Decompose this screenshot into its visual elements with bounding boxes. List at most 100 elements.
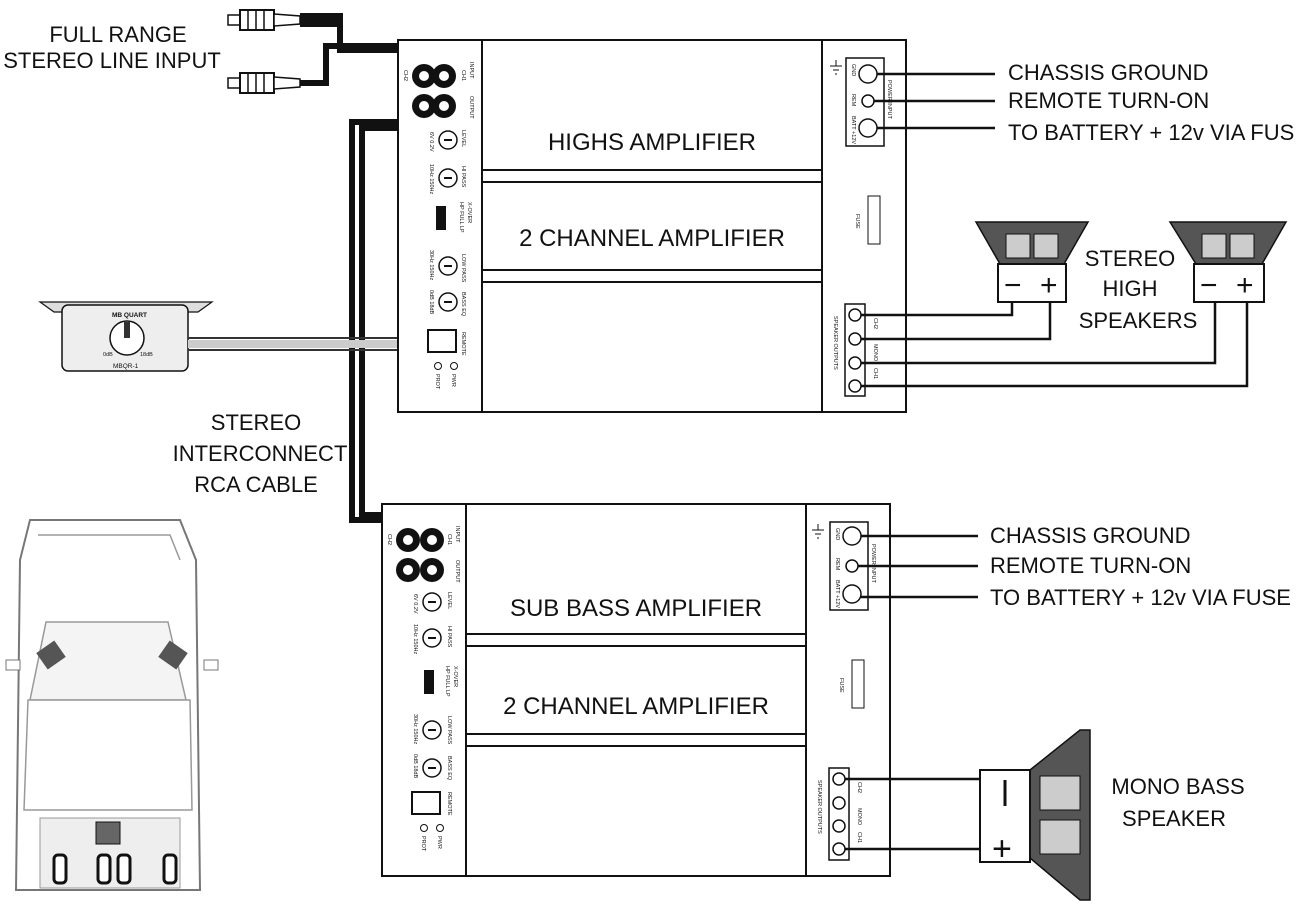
bottom-level-label: LEVEL <box>446 592 452 609</box>
stereo-high-speaker-right: − + <box>1168 221 1288 303</box>
top-level-label: LEVEL <box>460 130 466 147</box>
bottom-level-range: 6V 0.2V <box>412 594 418 614</box>
bottom-rca-jacks: CH2 CH1 INPUT OUTPUT <box>386 526 460 583</box>
top-ch2-out-label: CH2 <box>872 318 878 329</box>
car-top-view <box>5 519 219 891</box>
top-controls: LEVEL 6V 0.2V HI PASS 10Hz 150Hz X-OVER … <box>427 130 472 390</box>
bottom-chassis-ground: CHASSIS GROUND <box>990 523 1190 548</box>
top-rca-jacks: CH2 CH1 INPUT OUTPUT <box>402 62 474 119</box>
stereo-interconnect-label-2: INTERCONNECT <box>173 441 348 466</box>
rca-plug-top <box>227 9 343 31</box>
top-mono-label: MONO <box>872 344 878 362</box>
right-speaker-minus: − <box>1200 269 1218 302</box>
top-basseq-label: BASS EQ <box>460 292 466 317</box>
top-remote-turn-on: REMOTE TURN-ON <box>1008 88 1209 113</box>
stereo-interconnect-label-3: RCA CABLE <box>194 472 318 497</box>
full-range-label-1: FULL RANGE <box>49 22 186 47</box>
bottom-basseq-label: BASS EQ <box>446 756 452 781</box>
rca-plug-bottom <box>227 72 301 94</box>
bottom-fuse-label: FUSE <box>838 678 844 693</box>
top-speaker-outputs: SPEAKER OUTPUTS CH2 MONO CH1 <box>832 303 878 397</box>
stereo-high-label-2: HIGH <box>1103 276 1158 301</box>
bottom-ch2-label: CH2 <box>386 534 392 545</box>
bottom-remote-label: REMOTE <box>446 792 452 816</box>
bottom-basseq-range: 0dB 18dB <box>412 754 418 778</box>
bottom-amp-subtitle: 2 CHANNEL AMPLIFIER <box>503 693 769 720</box>
stereo-interconnect-label-1: STEREO <box>211 410 301 435</box>
top-speaker-outputs-label: SPEAKER OUTPUTS <box>832 316 838 370</box>
left-speaker-minus: − <box>1004 269 1022 302</box>
mono-speaker-plus: + <box>992 830 1012 868</box>
top-xover-label: X-OVER <box>466 202 472 223</box>
top-prot-label: PROT <box>434 374 440 390</box>
top-gnd-label: GND <box>850 64 856 76</box>
top-lowpass-label: LOW PASS <box>460 254 466 283</box>
top-level-range: 6V 0.2V <box>428 132 434 152</box>
bottom-ch1-out-label: CH1 <box>856 832 862 843</box>
mono-bass-label-2: SPEAKER <box>1122 806 1226 831</box>
remote-bass-knob: MB QUART MBQR-1 0dB 18dB <box>38 301 436 372</box>
top-fuse <box>867 195 881 245</box>
bottom-lowpass-range: 30Hz 150Hz <box>412 714 418 745</box>
stereo-high-label-3: SPEAKERS <box>1079 308 1198 333</box>
bottom-speaker-wires <box>845 777 980 851</box>
bottom-ch1-input-label: CH1 <box>446 534 452 545</box>
top-input-label: INPUT <box>468 62 474 79</box>
remote-brand: MB QUART <box>112 312 147 319</box>
remote-model: MBQR-1 <box>113 363 139 370</box>
bottom-rem-label: REM <box>834 558 840 571</box>
left-speaker-plus: + <box>1040 269 1058 302</box>
top-power-input-label: POWER INPUT <box>886 80 892 119</box>
top-lowpass-range: 30Hz 150Hz <box>428 250 434 281</box>
top-ch2-label: CH2 <box>402 70 408 81</box>
bottom-ch2-out-label: CH2 <box>856 782 862 793</box>
top-batt-label: BATT +12V <box>850 116 856 144</box>
top-basseq-range: 0dB 18dB <box>428 290 434 314</box>
top-hipass-label: HI PASS <box>460 166 466 188</box>
bottom-fuse <box>851 659 865 709</box>
top-battery: TO BATTERY + 12v VIA FUSE <box>1008 120 1296 145</box>
bottom-mono-label: MONO <box>856 808 862 826</box>
bottom-xover-label: X-OVER <box>452 666 458 687</box>
bottom-input-label: INPUT <box>454 526 460 543</box>
bottom-output-label: OUTPUT <box>454 560 460 583</box>
bottom-xover-modes: HP FULL LP <box>444 666 450 697</box>
stereo-high-label-1: STEREO <box>1085 246 1175 271</box>
stereo-high-speaker-left: − + <box>974 221 1090 303</box>
full-range-label-2: STEREO LINE INPUT <box>3 48 221 73</box>
top-ch1-input-label: CH1 <box>460 70 466 81</box>
bottom-remote-turn-on: REMOTE TURN-ON <box>990 553 1191 578</box>
bottom-hipass-range: 10Hz 150Hz <box>412 624 418 655</box>
bottom-power-wires: CHASSIS GROUND REMOTE TURN-ON TO BATTERY… <box>858 523 1291 610</box>
top-power-wires: CHASSIS GROUND REMOTE TURN-ON TO BATTERY… <box>874 60 1296 145</box>
top-amp-subtitle: 2 CHANNEL AMPLIFIER <box>519 225 785 252</box>
bottom-hipass-label: HI PASS <box>446 626 452 648</box>
remote-max-label: 18dB <box>140 352 153 358</box>
top-pwr-label: PWR <box>450 374 456 387</box>
rca-input-plugs <box>227 9 447 94</box>
top-output-label: OUTPUT <box>468 96 474 119</box>
sub-bass-amplifier: SUB BASS AMPLIFIER 2 CHANNEL AMPLIFIER C… <box>381 503 891 877</box>
bottom-gnd-label: GND <box>834 528 840 540</box>
bottom-batt-label: BATT +12V <box>834 580 840 608</box>
right-speaker-plus: + <box>1236 269 1254 302</box>
top-amp-title: HIGHS AMPLIFIER <box>548 129 756 156</box>
top-xover-modes: HP FULL LP <box>458 202 464 233</box>
highs-amplifier: HIGHS AMPLIFIER 2 CHANNEL AMPLIFIER CH2 … <box>397 39 907 413</box>
bottom-amp-title: SUB BASS AMPLIFIER <box>510 595 762 622</box>
bottom-prot-label: PROT <box>420 836 426 852</box>
top-hipass-range: 10Hz 150Hz <box>428 164 434 195</box>
bottom-controls: LEVEL 6V 0.2V HI PASS 10Hz 150Hz X-OVER … <box>411 592 458 852</box>
top-rem-label: REM <box>850 94 856 107</box>
bottom-speaker-outputs: SPEAKER OUTPUTS CH2 MONO CH1 <box>816 767 862 861</box>
bottom-lowpass-label: LOW PASS <box>446 716 452 745</box>
mono-bass-label-1: MONO BASS <box>1111 774 1244 799</box>
top-fuse-label: FUSE <box>854 214 860 229</box>
bottom-battery: TO BATTERY + 12v VIA FUSE <box>990 585 1291 610</box>
bottom-pwr-label: PWR <box>436 836 442 849</box>
remote-min-label: 0dB <box>103 352 113 358</box>
bottom-power-input-label: POWER INPUT <box>870 544 876 583</box>
top-ch1-out-label: CH1 <box>872 368 878 379</box>
